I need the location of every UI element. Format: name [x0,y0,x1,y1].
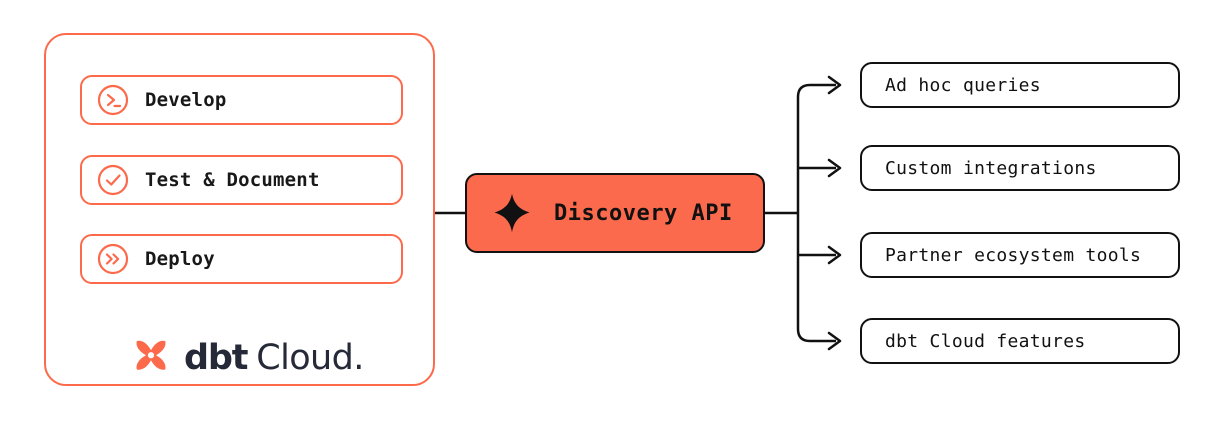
stage-label-test-document: Test & Document [145,169,320,191]
stage-label-develop: Develop [145,89,227,111]
output-label-partner-ecosystem-tools: Partner ecosystem tools [885,244,1142,266]
dbt-cloud-panel: Develop Test & Document Deploy [44,33,435,386]
dbt-x-mark-icon [136,340,166,370]
check-circle-icon [97,164,129,196]
dbt-cloud-logo: dbt Cloud . [129,335,364,381]
double-chevron-right-icon [97,243,129,275]
stage-label-deploy: Deploy [145,248,215,270]
output-box-dbt-cloud-features[interactable]: dbt Cloud features [860,318,1180,364]
connector-branch-1 [796,83,836,213]
output-box-ad-hoc-queries[interactable]: Ad hoc queries [860,62,1180,108]
dbt-wordmark-bold: dbt [184,338,248,378]
terminal-prompt-icon [97,84,129,116]
output-label-custom-integrations: Custom integrations [885,157,1097,179]
discovery-api-node[interactable]: Discovery API [465,173,765,253]
arrowhead-4-icon [827,331,842,351]
stage-card-develop[interactable]: Develop [80,75,403,125]
stage-card-test-document[interactable]: Test & Document [80,155,403,205]
sparkle-star-icon [494,193,530,233]
output-label-ad-hoc-queries: Ad hoc queries [885,74,1041,96]
dbt-wordmark-dot: . [353,338,365,378]
arrowhead-2-icon [827,158,842,178]
stage-card-deploy[interactable]: Deploy [80,234,403,284]
dbt-cloud-wordmark: dbt Cloud . [184,338,364,378]
dbt-wordmark-light: Cloud [256,338,354,378]
discovery-api-label: Discovery API [554,200,733,226]
output-label-dbt-cloud-features: dbt Cloud features [885,330,1086,352]
arrowhead-3-icon [827,245,842,265]
connector-branch-4 [796,213,836,343]
output-box-custom-integrations[interactable]: Custom integrations [860,145,1180,191]
output-box-partner-ecosystem-tools[interactable]: Partner ecosystem tools [860,232,1180,278]
arrowhead-1-icon [827,75,842,95]
